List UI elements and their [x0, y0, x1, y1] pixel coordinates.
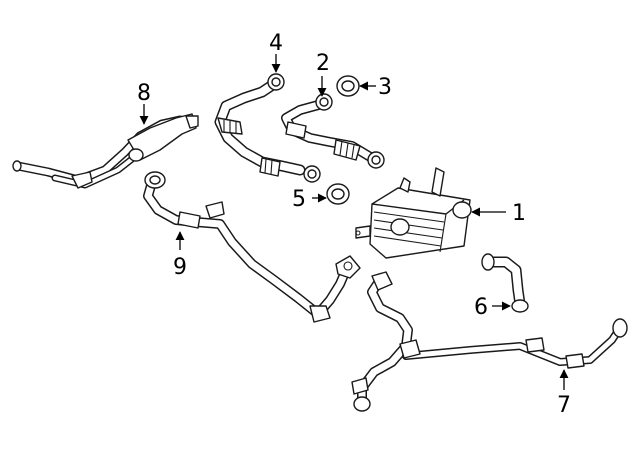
- part-2-hose: [281, 93, 385, 169]
- part-8-hose: [12, 113, 199, 189]
- callout-6: 6: [474, 295, 511, 320]
- callout-8: 8: [137, 81, 151, 125]
- callout-2: 2: [316, 51, 330, 97]
- callout-9: 9: [173, 231, 187, 280]
- part-6-hose: [481, 253, 529, 313]
- callout-1: 1: [471, 201, 526, 226]
- part-4-hose: [214, 73, 321, 183]
- callout-8-label: 8: [137, 81, 151, 106]
- callout-5-label: 5: [292, 187, 306, 212]
- callout-7: 7: [557, 369, 571, 418]
- callout-2-label: 2: [316, 51, 330, 76]
- callout-4-label: 4: [269, 31, 283, 56]
- part-5-seal: [326, 183, 350, 205]
- callout-3-label: 3: [378, 75, 392, 100]
- callout-7-label: 7: [557, 393, 571, 418]
- part-7-line: [351, 271, 628, 412]
- part-1-oil-cooler: [355, 167, 472, 259]
- callout-5: 5: [292, 187, 327, 212]
- callout-4: 4: [269, 31, 283, 73]
- callout-1-label: 1: [512, 201, 526, 226]
- callout-9-label: 9: [173, 255, 187, 280]
- part-9-hose: [143, 171, 361, 323]
- part-3-seal: [336, 75, 360, 97]
- callout-6-label: 6: [474, 295, 488, 320]
- callout-3: 3: [359, 75, 392, 100]
